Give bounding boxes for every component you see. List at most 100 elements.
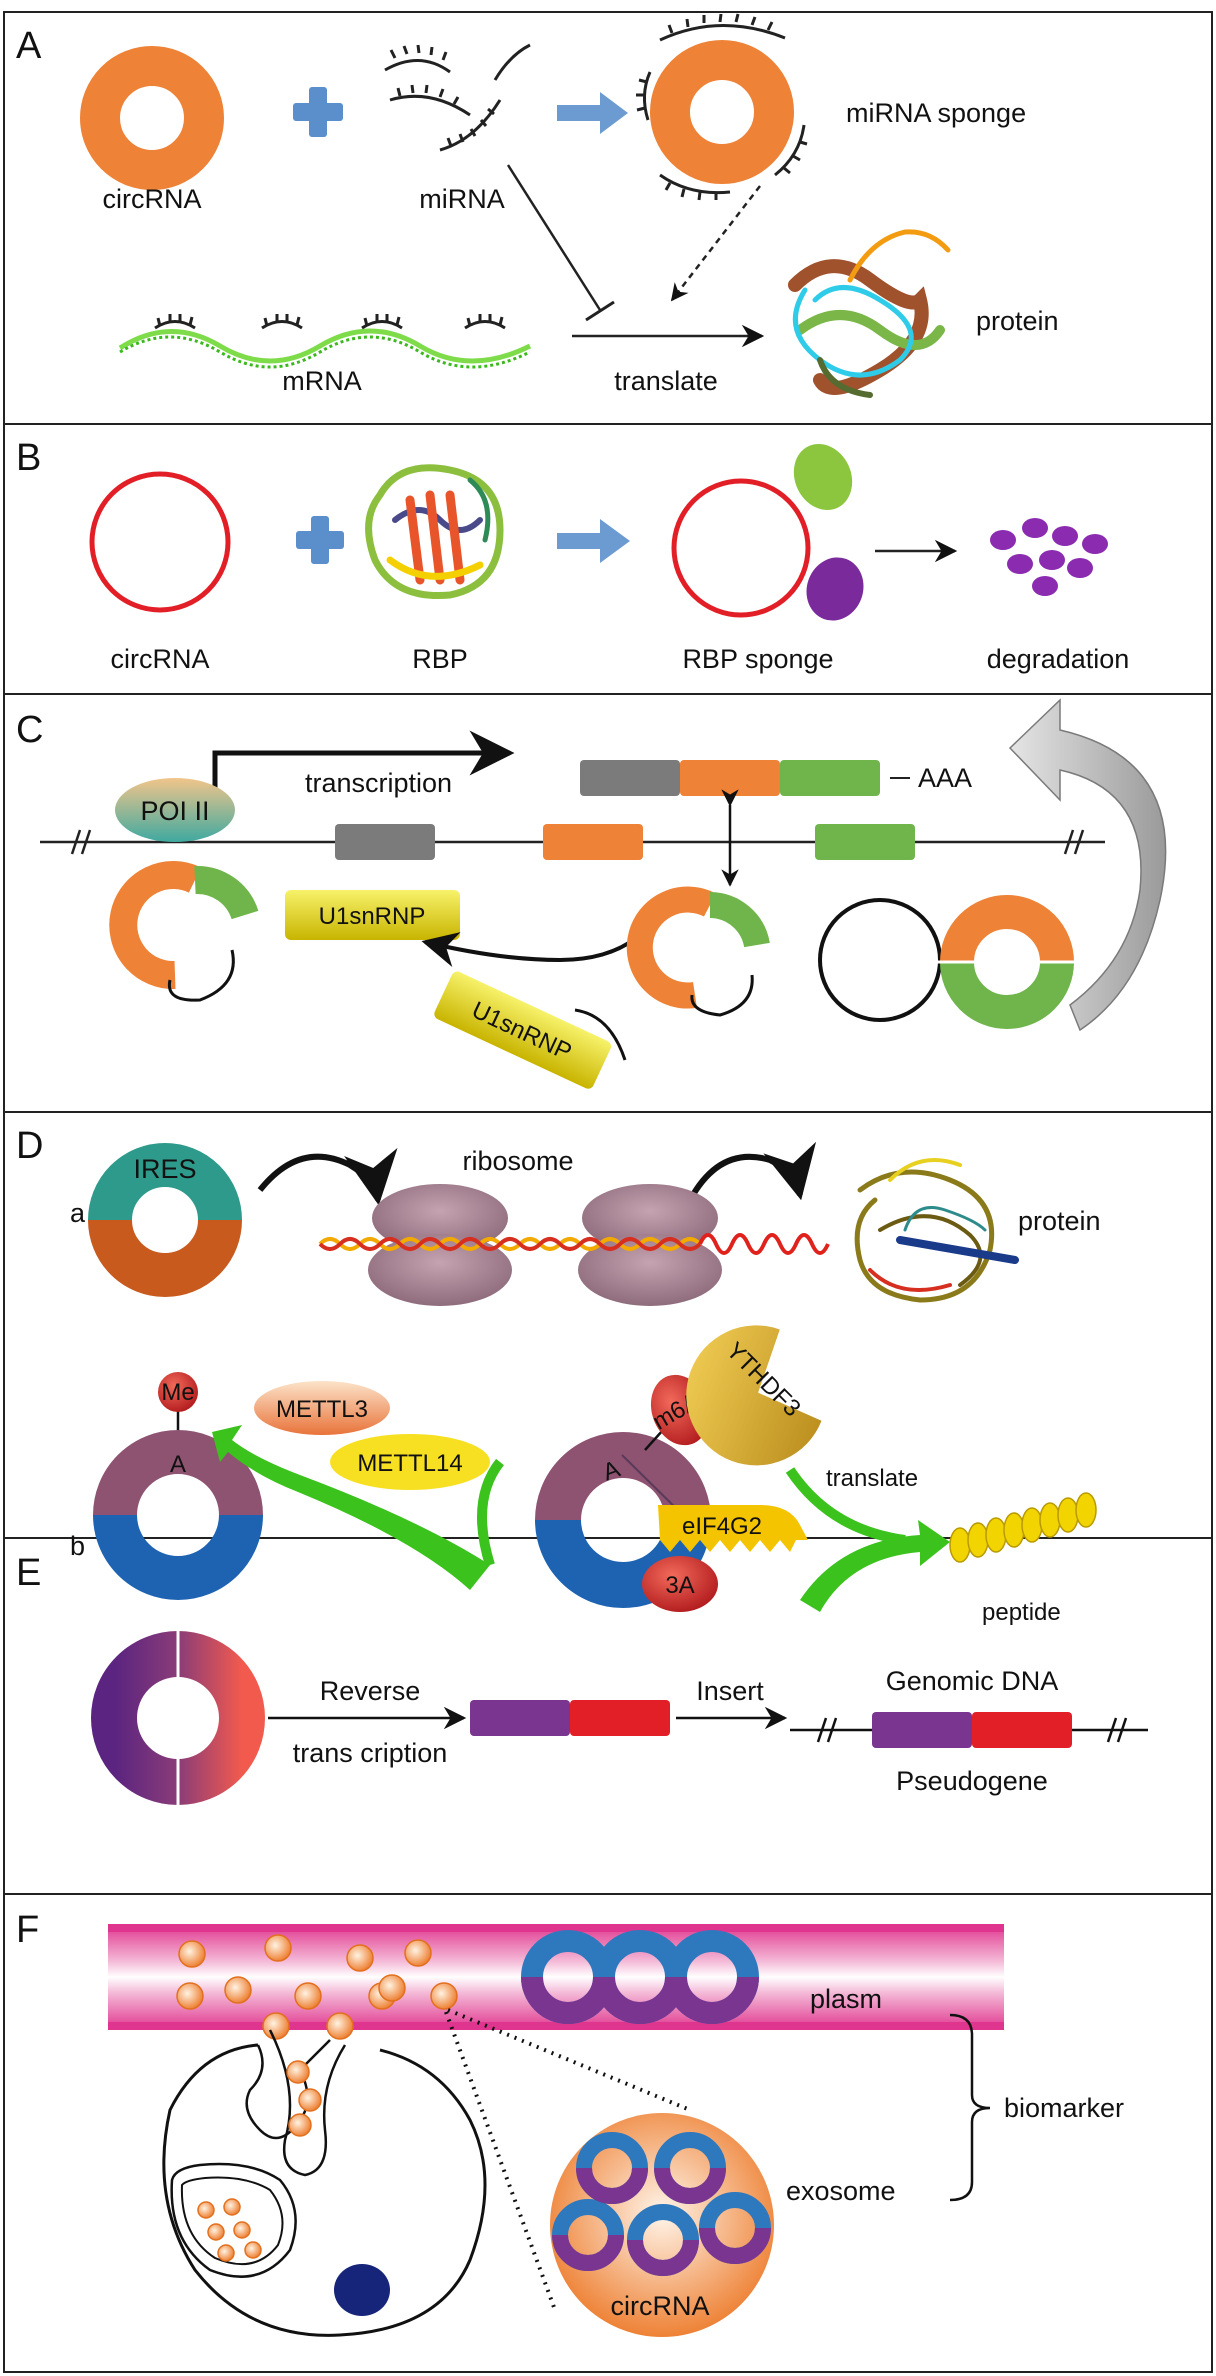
peptide-label: peptide: [982, 1599, 1061, 1626]
mirna-label: miRNA: [419, 184, 505, 214]
translate-label-d: translate: [826, 1465, 918, 1492]
mirna-sponge-ring: [650, 40, 794, 184]
zoom-dotted-lines: [444, 2008, 691, 2311]
eif4g2-shape: [658, 1505, 808, 1552]
translate-label-a: translate: [614, 366, 718, 396]
panel-c: C transcription POI II AAA: [16, 698, 1167, 1089]
mrna-strand: [118, 314, 532, 369]
strand-break-marks-c: [70, 829, 1085, 855]
nascent-peptide-coil: [698, 1233, 830, 1255]
ires-circrna: [88, 1143, 242, 1297]
lariat-intermediate-left: [109, 861, 259, 1002]
mettl3-blob: [254, 1381, 390, 1435]
ythdf3-pacman: [686, 1325, 822, 1466]
plus-icon-b: [296, 516, 344, 564]
protein-icon-a: [788, 229, 951, 398]
m6a-circrna-left: [93, 1430, 263, 1600]
plus-icon-a: [293, 87, 343, 137]
three-a-label: 3A: [665, 1572, 694, 1599]
mirna-strands: [384, 43, 531, 152]
strand-break-marks-e: [816, 1717, 1128, 1743]
panel-frames: [3, 11, 1213, 2373]
panel-label-c: C: [16, 709, 43, 751]
exosome-label: exosome: [786, 2176, 896, 2206]
peptide-beads: [949, 1492, 1097, 1563]
biomarker-bracket: [949, 2013, 991, 2202]
vesicles-in-vessel: [176, 1934, 458, 2040]
u1-curve-arrow: [421, 932, 642, 968]
mirna-sponge-label: miRNA sponge: [846, 98, 1026, 128]
panel-a: A circRNA miRNA miR: [16, 13, 1059, 398]
panel-label-b: B: [16, 437, 41, 479]
pol-ii-label: POI II: [140, 796, 209, 826]
inhibition-bar: [585, 300, 615, 322]
intron-circle: [818, 898, 942, 1022]
panel-label-d: D: [16, 1125, 43, 1167]
genomic-dna-label: Genomic DNA: [886, 1666, 1059, 1696]
green-arrow-translate: [800, 1520, 950, 1612]
blue-arrow-a: [557, 92, 628, 134]
trans-cription-label: trans cription: [293, 1738, 448, 1768]
polya-label: AAA: [918, 763, 972, 793]
ribosome-left: [368, 1184, 512, 1306]
pseudogene-red: [972, 1712, 1072, 1748]
degraded-fragments: [990, 518, 1108, 596]
u1snrnp-upper: [285, 890, 460, 940]
circrna-ring-b: [89, 471, 231, 613]
ribosome-right: [578, 1184, 722, 1306]
mature-mrna-c: [580, 760, 910, 796]
pseudogene-label: Pseudogene: [896, 1766, 1048, 1796]
mettl14-label: METTL14: [357, 1450, 462, 1477]
biomarker-label: biomarker: [1004, 2093, 1124, 2123]
u1snrnp-upper-label: U1snRNP: [319, 903, 426, 930]
plasm-circrnas: [521, 1930, 759, 2024]
rbp-sponge-label: RBP sponge: [682, 644, 833, 674]
protein-label-a: protein: [976, 306, 1059, 336]
curved-arrow-d1: [257, 1147, 398, 1206]
protein-label-d: protein: [1018, 1206, 1101, 1236]
blue-arrow-b: [557, 519, 630, 563]
mettl14-blob: [330, 1434, 490, 1490]
inhibition-line: [506, 164, 602, 311]
exosome-circrna-label: circRNA: [611, 2291, 710, 2321]
panel-f: F plasm: [16, 1909, 1124, 2337]
circrna-label-b: circRNA: [111, 644, 210, 674]
cdna-red: [570, 1700, 670, 1736]
exon-orange: [543, 824, 643, 860]
insert-label: Insert: [696, 1676, 764, 1706]
me-ball: [158, 1372, 198, 1412]
sponge-bound-mirnas: [636, 13, 808, 201]
rbp-protein-icon: [365, 464, 504, 600]
me-label: Me: [161, 1379, 194, 1406]
mettl3-label: METTL3: [276, 1396, 368, 1423]
lariat-intermediate-right: [626, 886, 770, 1017]
ribosome-label: ribosome: [462, 1146, 573, 1176]
gray-curved-arrow: [1008, 698, 1167, 1032]
mrna-helix-d: [318, 1237, 702, 1251]
panel-label-e: E: [16, 1552, 41, 1594]
pseudogene-purple: [872, 1712, 972, 1748]
cell-vesicles: [197, 2060, 322, 2262]
panel-label-f: F: [16, 1909, 39, 1951]
transcription-label: transcription: [305, 768, 452, 798]
panel-label-a: A: [16, 25, 42, 67]
exon-green: [815, 824, 915, 860]
u1-lower-line: [574, 1008, 627, 1061]
reverse-label: Reverse: [320, 1676, 421, 1706]
panel-d: D a b IRES ribosome: [16, 1125, 1101, 1626]
a-label-left: A: [170, 1451, 186, 1478]
exon-gray: [335, 824, 435, 860]
circrna-two-exon: [935, 895, 1079, 1029]
pol-ii: [115, 778, 235, 842]
dashed-arrow-a: [670, 185, 761, 302]
degradation-label: degradation: [987, 644, 1130, 674]
ires-label: IRES: [133, 1154, 196, 1184]
protein-icon-d: [854, 1158, 1019, 1303]
panel-e: E Reverse trans cription Insert Genomic …: [16, 1552, 1148, 1806]
transcription-arrow: [212, 730, 515, 790]
rbp-label: RBP: [412, 644, 468, 674]
exosome-circrnas: [552, 2132, 771, 2276]
mrna-label: mRNA: [282, 366, 362, 396]
green-arrow-branch: [477, 1458, 505, 1567]
green-arrow-writers: [212, 1425, 490, 1590]
